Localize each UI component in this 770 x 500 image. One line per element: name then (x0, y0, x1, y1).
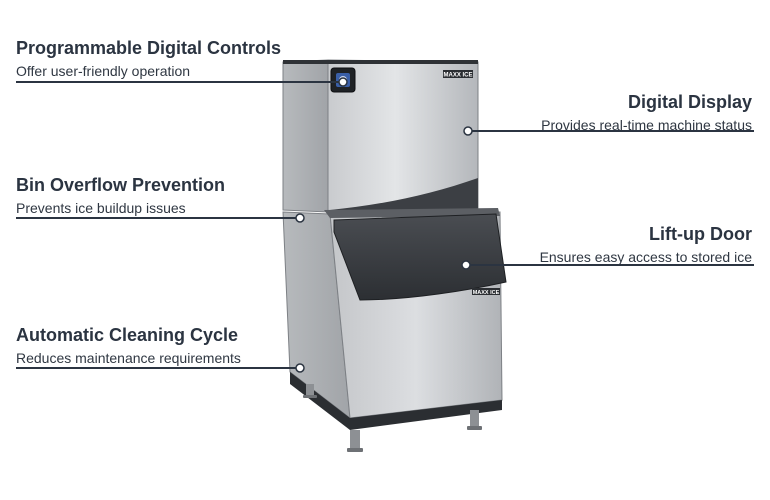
lift-up-door (333, 213, 507, 301)
brand-logo-top: MAXX ICE (443, 73, 472, 79)
feature-lift-up-door: Lift-up Door Ensures easy access to stor… (540, 224, 752, 265)
feature-bin-overflow-prevention: Bin Overflow Prevention Prevents ice bui… (16, 175, 225, 216)
feature-programmable-digital-controls: Programmable Digital Controls Offer user… (16, 38, 281, 79)
callout-dot-display (463, 126, 473, 136)
feature-title: Digital Display (627, 92, 752, 112)
callout-dot-overflow (295, 213, 305, 223)
feature-title: Lift-up Door (649, 224, 752, 244)
leg-front-left (350, 430, 360, 452)
callout-lines (16, 81, 754, 369)
bin-base (290, 372, 350, 430)
callout-dot-door (461, 260, 471, 270)
callout-dots (295, 77, 473, 373)
leg-back-left (306, 384, 314, 398)
brand-badge-bin (472, 288, 500, 295)
feature-title: Bin Overflow Prevention (16, 175, 226, 195)
head-swoosh (330, 178, 478, 212)
leg-front-right (470, 410, 479, 430)
feature-description: Prevents ice buildup issues (16, 200, 186, 216)
feature-description: Offer user-friendly operation (16, 63, 191, 79)
feature-description: Ensures easy access to stored ice (539, 249, 752, 265)
feature-title: Programmable Digital Controls (16, 38, 282, 58)
callout-dot-cleaning (295, 363, 305, 373)
brand-badge-top (443, 70, 473, 78)
feature-description: Reduces maintenance requirements (16, 350, 241, 366)
callout-dot-controls (338, 77, 348, 87)
feature-description: Provides real-time machine status (541, 117, 752, 133)
feature-digital-display: Digital Display Provides real-time machi… (541, 92, 752, 133)
feature-title: Automatic Cleaning Cycle (16, 325, 239, 345)
brand-logo-bin: MAXX ICE (473, 290, 500, 296)
feature-automatic-cleaning-cycle: Automatic Cleaning Cycle Reduces mainten… (16, 325, 241, 366)
